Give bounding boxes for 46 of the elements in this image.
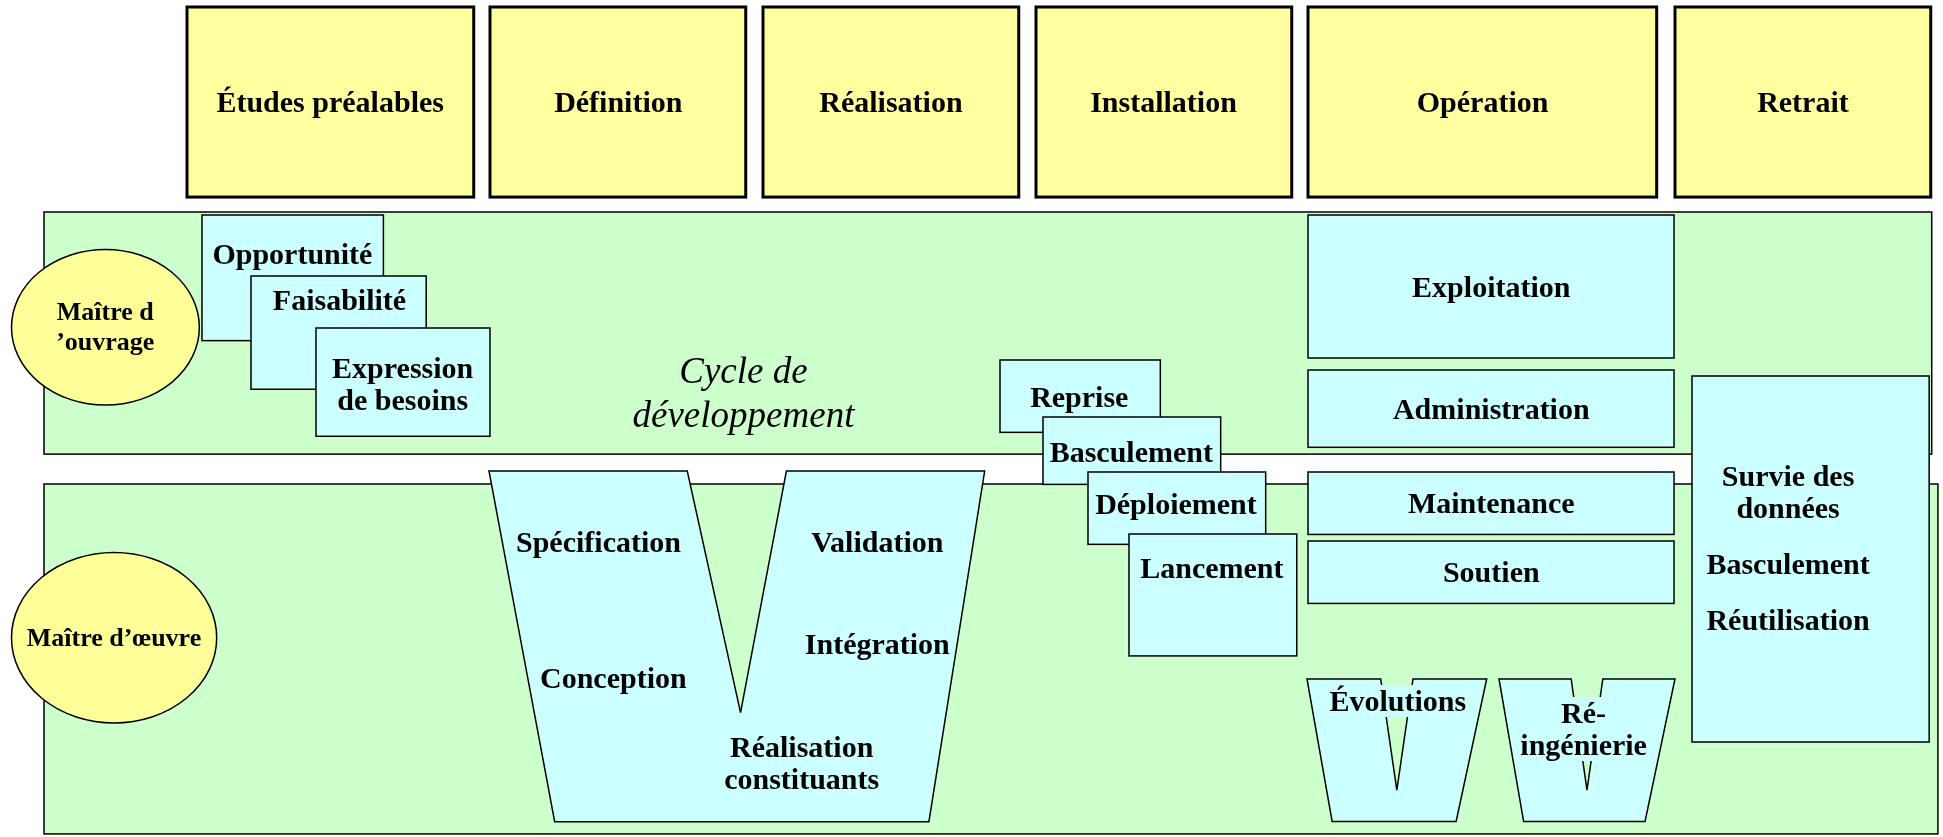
annotation-text: Cycle de développement bbox=[631, 349, 857, 438]
activity-box bbox=[1307, 369, 1676, 449]
phase-box bbox=[1034, 6, 1293, 199]
activity-box bbox=[314, 327, 491, 438]
activity-box bbox=[1307, 214, 1676, 360]
node-label: Ré-ingénierie bbox=[1520, 696, 1647, 761]
node-label: Administration bbox=[1391, 392, 1591, 425]
phase-box bbox=[762, 6, 1020, 199]
activity-box bbox=[1307, 470, 1676, 536]
activity-box bbox=[1127, 532, 1298, 657]
node-label: Spécification bbox=[515, 525, 682, 558]
node-label: Basculement bbox=[1705, 547, 1871, 580]
node-label: Reprise bbox=[1029, 380, 1130, 413]
activity-box bbox=[1691, 375, 1931, 744]
actor-ellipse bbox=[9, 247, 201, 407]
node-label: Survie des données bbox=[1720, 459, 1856, 524]
v-cycle-shape bbox=[489, 470, 986, 822]
v-shape bbox=[1307, 679, 1487, 822]
activity-box bbox=[1307, 540, 1676, 605]
node-label: Exploitation bbox=[1411, 270, 1572, 303]
node-label: Lancement bbox=[1139, 551, 1285, 584]
node-label: Opportunité bbox=[211, 238, 374, 270]
node-label: Installation bbox=[1089, 86, 1238, 119]
v-shape bbox=[1499, 679, 1676, 822]
node-label: Soutien bbox=[1441, 556, 1541, 589]
phase-box bbox=[1674, 6, 1932, 199]
node-label: Réutilisation bbox=[1705, 603, 1871, 636]
phase-box bbox=[1307, 6, 1658, 199]
node-label: Faisabilité bbox=[271, 283, 408, 316]
phase-box bbox=[185, 6, 475, 199]
node-label: Opération bbox=[1415, 86, 1550, 119]
phase-box bbox=[489, 6, 748, 199]
node-label: Évolutions bbox=[1329, 685, 1467, 718]
node-label: Réalisation constituants bbox=[723, 731, 881, 796]
actor-ellipse bbox=[9, 551, 219, 725]
node-label: Réalisation bbox=[818, 86, 964, 119]
node-label: Conception bbox=[539, 661, 688, 694]
node-label: Maintenance bbox=[1406, 487, 1576, 520]
node-label: Définition bbox=[553, 86, 684, 119]
node-label: Retrait bbox=[1756, 86, 1850, 119]
node-label: Maître d ’ouvrage bbox=[55, 297, 156, 358]
node-label: Études préalables bbox=[215, 86, 445, 119]
node-label: Validation bbox=[810, 525, 945, 558]
node-label: Maître d’œuvre bbox=[25, 623, 203, 654]
node-label: Expression de besoins bbox=[331, 352, 475, 417]
node-label: Intégration bbox=[803, 628, 951, 661]
